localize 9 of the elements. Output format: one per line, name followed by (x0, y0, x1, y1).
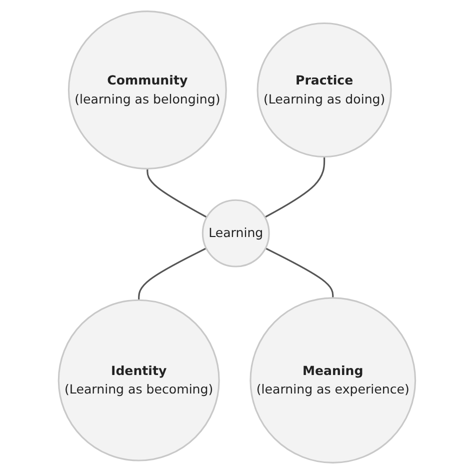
connector (264, 156, 326, 218)
node-circle: Practice (Learning as doing) (256, 22, 392, 158)
node-circle: Learning (202, 199, 270, 268)
connector (138, 248, 207, 300)
node-circle: Identity (Learning as becoming) (58, 299, 220, 462)
node-circle: Meaning (learning as experience) (250, 297, 416, 464)
connector (265, 248, 334, 298)
node-circle: Community (learning as belonging) (68, 10, 227, 170)
connector (146, 168, 208, 218)
